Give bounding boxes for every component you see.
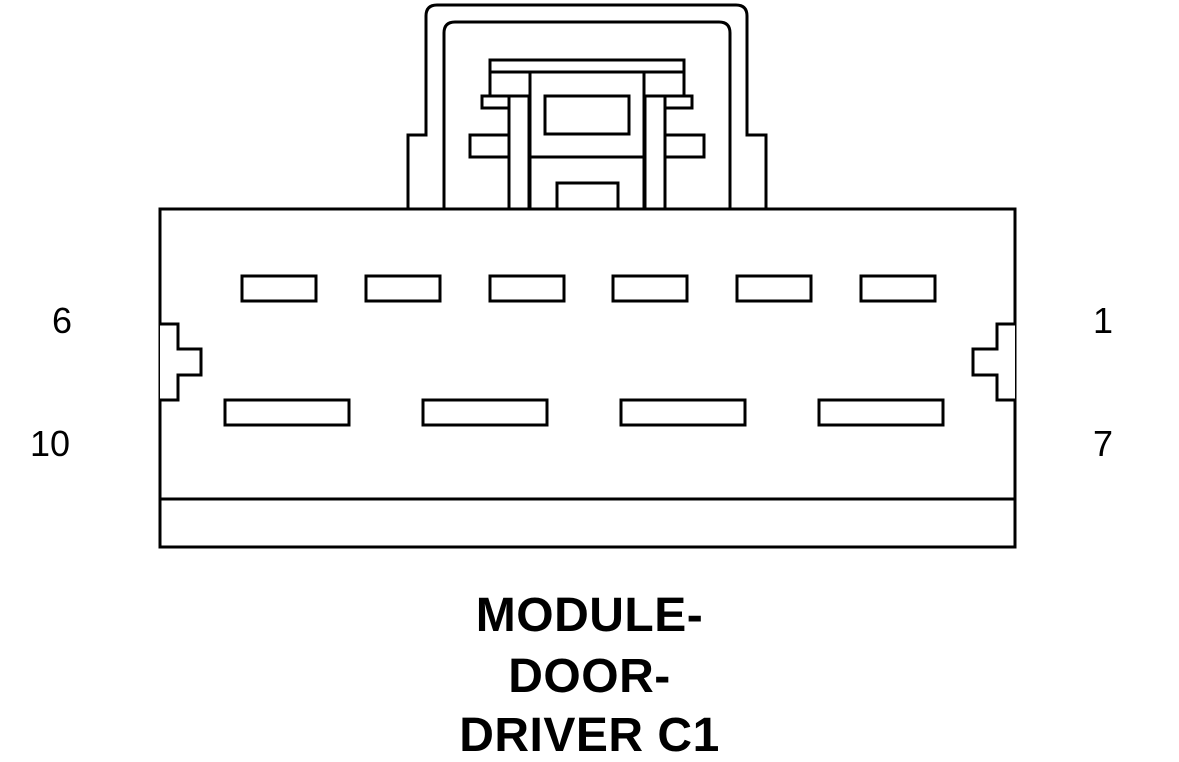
connector-body (158, 207, 1017, 549)
pin-label-10: 10 (30, 423, 71, 464)
pin-cavity-7 (817, 398, 945, 427)
pin-label-1: 1 (1093, 300, 1114, 341)
right-side-key (971, 322, 1015, 402)
pin-label-7: 7 (1093, 423, 1114, 464)
connector-title-line-2: DOOR- (508, 650, 671, 703)
latch-bottom-slot (555, 181, 620, 211)
connector-latch (406, 3, 768, 211)
pin-cavity-5 (364, 274, 442, 303)
pin-cavity-8 (619, 398, 747, 427)
pin-cavity-9 (421, 398, 549, 427)
pin-cavity-4 (488, 274, 566, 303)
pin-cavity-2 (735, 274, 813, 303)
connector-title-line-1: MODULE- (475, 589, 704, 642)
connector-title-line-3: DRIVER C1 (459, 709, 720, 762)
latch-center-window (543, 94, 631, 136)
latch-pillar-left (507, 94, 531, 211)
pin-cavity-3 (611, 274, 689, 303)
pin-cavity-10 (223, 398, 351, 427)
pin-cavity-1 (859, 274, 937, 303)
pin-label-6: 6 (52, 300, 73, 341)
pin-cavity-6 (240, 274, 318, 303)
left-side-key (160, 322, 203, 402)
latch-pillar-right (643, 94, 667, 211)
